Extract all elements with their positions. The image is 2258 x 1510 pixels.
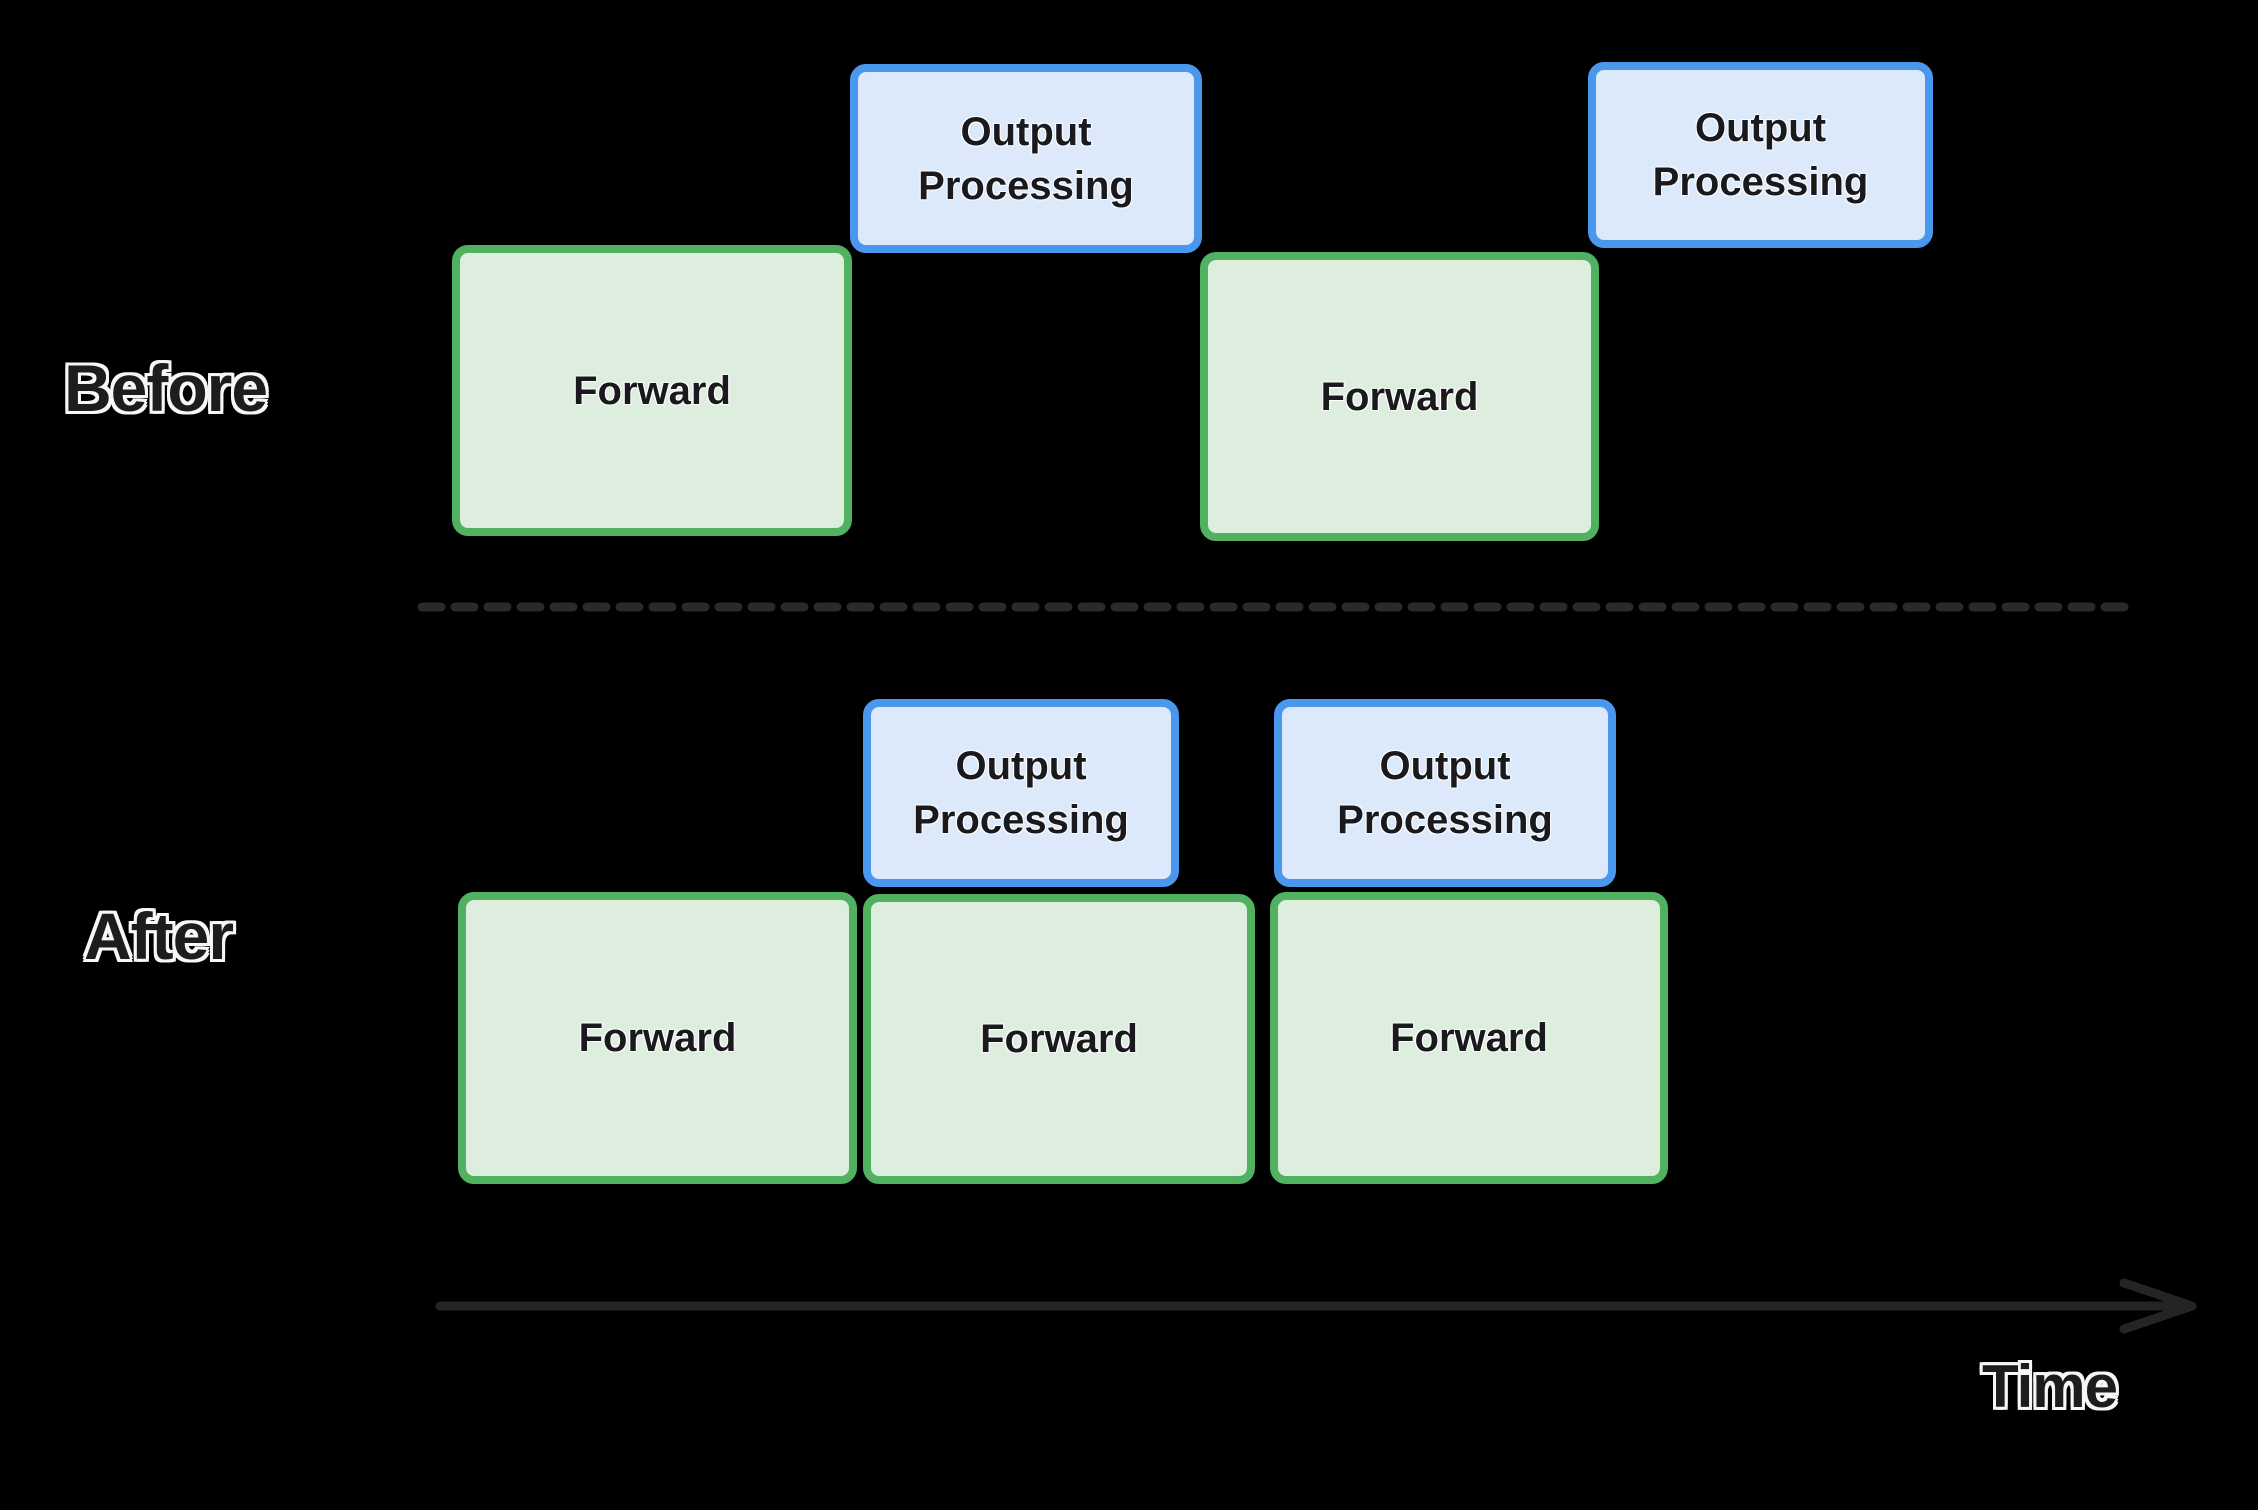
before-forward-1-label: Forward [573,368,731,413]
before-output-2-label: Output Processing [1652,106,1869,204]
after-output-2-label: Output Processing [1337,744,1553,842]
time-axis-label: Time [1982,1353,2118,1420]
dashed-divider-line [417,602,2133,612]
after-section-label: After [84,899,234,973]
time-axis-arrow-icon [435,1278,2197,1334]
after-forward-block-2: Forward [863,894,1255,1184]
after-output-processing-block-1: Output Processing [863,699,1179,887]
before-output-processing-block-1: Output Processing [850,64,1202,253]
after-forward-block-1: Forward [458,892,857,1184]
after-forward-block-3: Forward [1270,892,1668,1184]
before-forward-block-1: Forward [452,245,852,536]
before-forward-2-label: Forward [1320,374,1479,419]
before-output-1-label: Output Processing [918,109,1134,208]
after-forward-3-label: Forward [1390,1016,1548,1060]
before-forward-block-2: Forward [1200,252,1599,541]
after-output-1-label: Output Processing [913,744,1129,842]
after-forward-1-label: Forward [578,1016,737,1060]
before-section-label: Before [64,351,268,425]
after-output-processing-block-2: Output Processing [1274,699,1616,887]
before-output-processing-block-2: Output Processing [1588,62,1933,248]
after-forward-2-label: Forward [980,1017,1138,1061]
